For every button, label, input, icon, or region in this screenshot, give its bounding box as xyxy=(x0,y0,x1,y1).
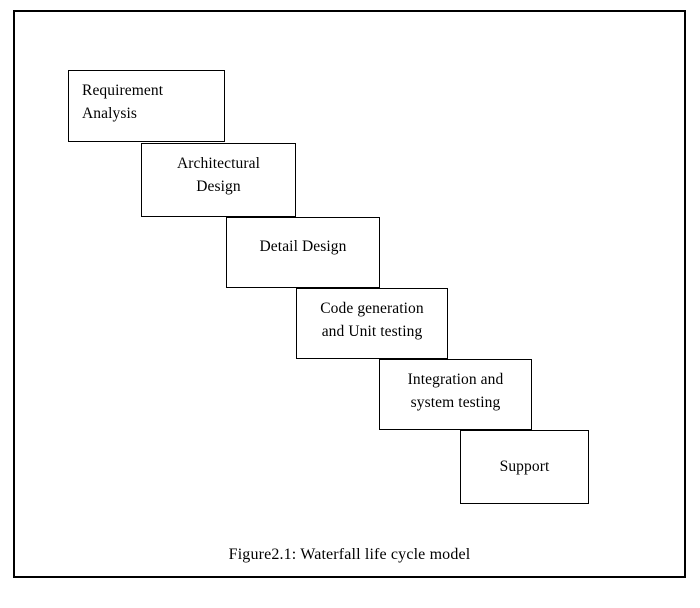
stage-label-architectural-design: Architectural Design xyxy=(176,155,261,195)
stage-label-detail-design: Detail Design xyxy=(259,238,347,255)
stage-box-code-generation[interactable]: Code generation and Unit testing xyxy=(296,288,448,359)
stage-label-code-generation: Code generation and Unit testing xyxy=(320,300,424,340)
stage-box-detail-design[interactable]: Detail Design xyxy=(226,217,380,288)
stage-box-requirement-analysis[interactable]: Requirement Analysis xyxy=(68,70,225,142)
figure-border-frame: Requirement Analysis Architectural Desig… xyxy=(13,10,686,578)
stage-label-integration-system-testing: Integration and system testing xyxy=(407,371,504,411)
stage-box-architectural-design[interactable]: Architectural Design xyxy=(141,143,296,217)
stage-box-support[interactable]: Support xyxy=(460,430,589,504)
stage-box-integration-system-testing[interactable]: Integration and system testing xyxy=(379,359,532,430)
figure-caption: Figure2.1: Waterfall life cycle model xyxy=(228,546,471,563)
stage-label-requirement-analysis: Requirement Analysis xyxy=(82,82,164,122)
stage-label-support: Support xyxy=(499,458,550,475)
